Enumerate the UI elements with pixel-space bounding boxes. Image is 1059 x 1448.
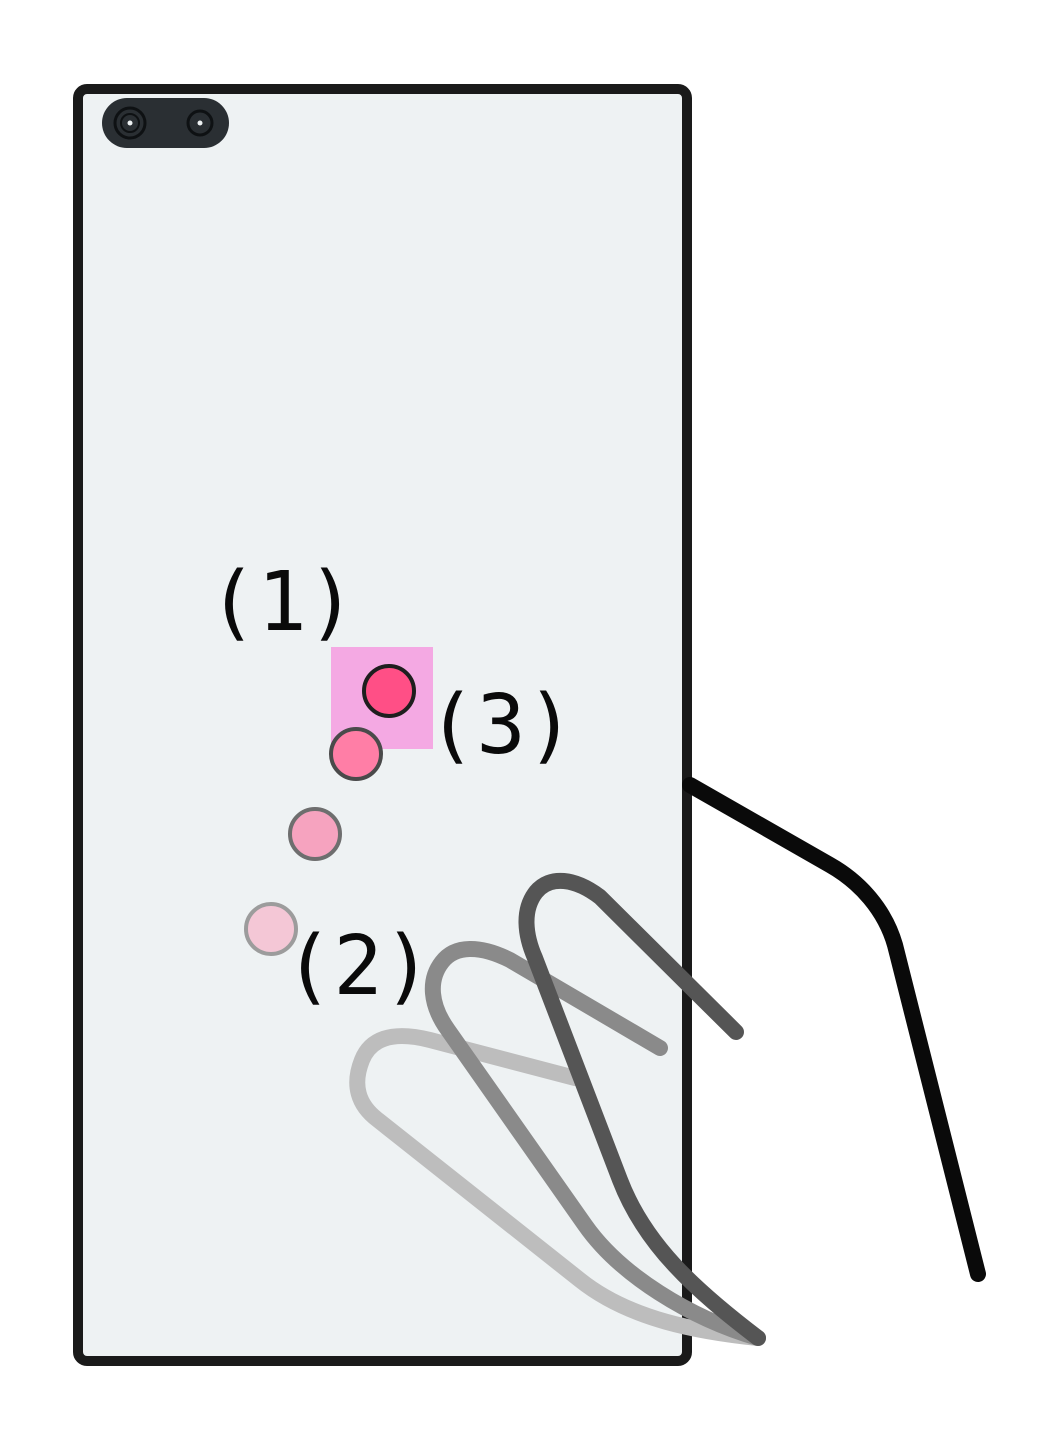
finger-swipe-trail-icon: [518, 872, 766, 1346]
touch-point-earliest: [244, 902, 298, 956]
hand-outline-icon: [682, 777, 986, 1282]
label-step-1: (1): [208, 555, 356, 650]
finger-swipe-trail-icon: [424, 941, 766, 1346]
dual-camera-icon: [102, 98, 229, 148]
label-step-3: (3): [427, 678, 575, 773]
label-step-2: (2): [284, 919, 432, 1014]
finger-swipe-trail-icon: [349, 1028, 766, 1346]
touch-point-latest: [362, 664, 416, 718]
touch-point-second: [329, 727, 383, 781]
touch-point-third: [288, 807, 342, 861]
